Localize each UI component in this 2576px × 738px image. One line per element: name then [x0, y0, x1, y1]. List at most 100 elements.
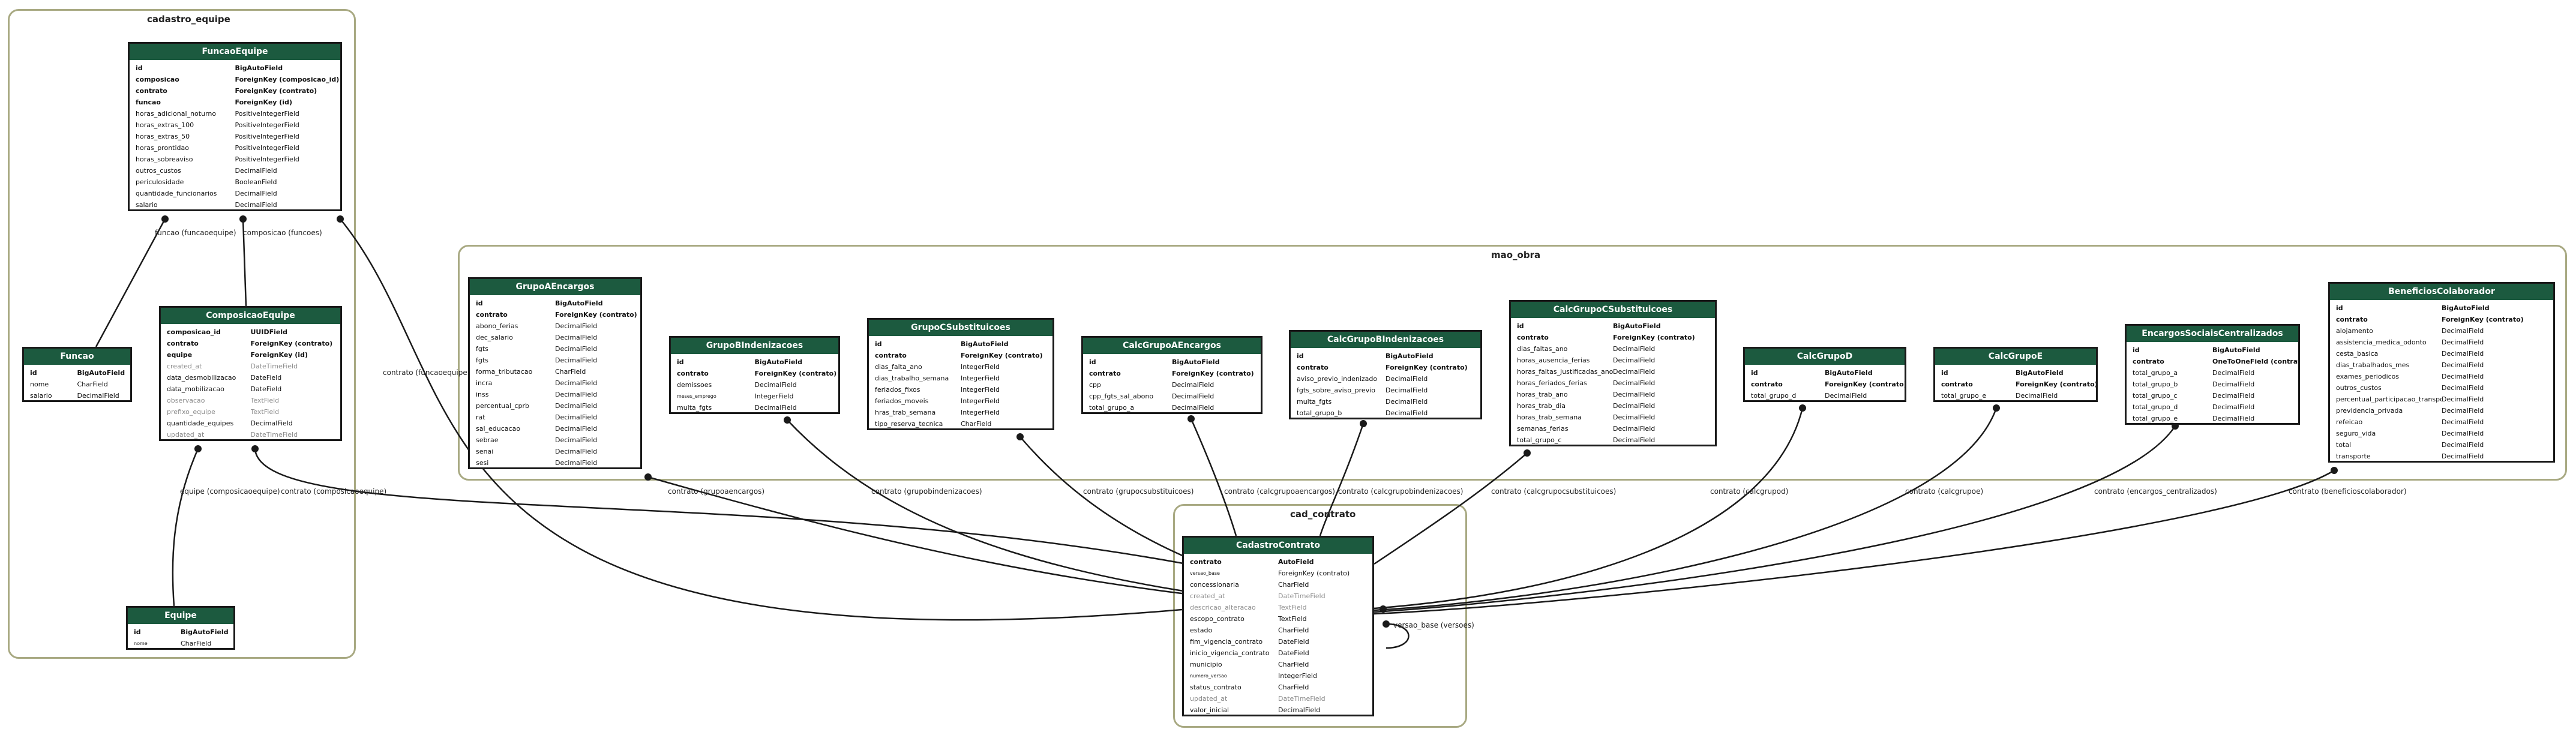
field-type: PositiveIntegerField — [235, 155, 299, 163]
field-type: DecimalField — [2442, 430, 2484, 437]
field-type: TextField — [1278, 615, 1307, 623]
field-type: BigAutoField — [1825, 369, 1873, 377]
model-title: BeneficiosColaborador — [2330, 284, 2553, 300]
edge-BeneficiosColaborador-CadastroContrato — [1374, 469, 2335, 615]
cluster-cad-contrato — [1173, 504, 1467, 728]
field-type: ForeignKey (composicao_id) — [235, 76, 340, 83]
field-name: demissoes — [677, 381, 712, 389]
field-type: ForeignKey (contrato) — [1386, 364, 1468, 371]
edge-label: contrato (calcgrupoaencargos) — [1224, 487, 1335, 496]
field-name: created_at — [1190, 592, 1225, 600]
field-name: cesta_basica — [2336, 350, 2379, 358]
field-type: DecimalField — [1613, 391, 1656, 398]
field-name: hras_trab_semana — [875, 409, 936, 416]
field-name: horas_adicional_noturno — [136, 110, 217, 118]
field-name: sal_educacao — [476, 425, 521, 433]
field-type: CharField — [1278, 683, 1309, 691]
field-name: nome — [30, 380, 49, 388]
field-type: DecimalField — [2442, 338, 2484, 346]
field-type: DecimalField — [1386, 398, 1428, 406]
cluster-title-mao-obra: mao_obra — [1491, 250, 1541, 260]
field-name: data_mobilizacao — [167, 385, 224, 393]
field-row: updated_at DateTimeField — [161, 429, 340, 440]
field-type: BigAutoField — [961, 340, 1009, 348]
field-name: contrato — [2336, 316, 2368, 323]
field-name: dec_salario — [476, 334, 513, 341]
field-name: total_grupo_c — [2133, 392, 2178, 400]
field-name: total_grupo_a — [2133, 369, 2178, 377]
model-title: EncargosSociaisCentralizados — [2127, 326, 2298, 342]
edge-CalcGrupoAEncargos-CadastroContrato — [1190, 418, 1237, 536]
field-name: horas_feriados_ferias — [1517, 379, 1587, 387]
edge-CadastroContrato-CadastroContrato — [1386, 623, 1410, 649]
field-name: id — [30, 369, 37, 377]
field-type: DecimalField — [1613, 345, 1656, 353]
field-name: id — [1517, 322, 1524, 330]
field-name: contrato — [677, 370, 709, 377]
field-type: DecimalField — [2212, 369, 2255, 377]
field-type: ForeignKey (contrato) — [754, 370, 837, 377]
field-type: DateField — [1278, 649, 1309, 657]
edge-label: contrato (grupoaencargos) — [668, 487, 764, 496]
field-name: total_grupo_c — [1517, 436, 1562, 444]
field-type: PositiveIntegerField — [235, 110, 299, 118]
field-name: id — [1941, 369, 1948, 377]
edge-label: contrato (calcgrupobindenizacoes) — [1338, 487, 1463, 496]
field-type: CharField — [1278, 626, 1309, 634]
edge-FuncaoEquipe-ComposicaoEquipe — [242, 218, 247, 307]
field-type: ForeignKey (id) — [250, 351, 308, 359]
field-name: contrato — [476, 311, 508, 319]
field-name: updated_at — [167, 431, 205, 439]
field-name: observacao — [167, 397, 205, 404]
field-name: outros_custos — [136, 167, 181, 175]
field-name: id — [2336, 304, 2343, 312]
field-type: DateTimeField — [250, 431, 298, 439]
edge-label: versao_base (versoes) — [1393, 621, 1474, 629]
model-title: ComposicaoEquipe — [161, 308, 340, 324]
field-name: total_grupo_d — [2133, 403, 2178, 411]
field-type: CharField — [555, 368, 586, 376]
field-type: DecimalField — [1172, 381, 1214, 389]
field-name: dias_faltas_ano — [1517, 345, 1568, 353]
field-type: DecimalField — [2016, 392, 2058, 400]
field-name: total_grupo_b — [2133, 380, 2178, 388]
edge-EncargosSociaisCentralizados-CadastroContrato — [1374, 425, 2176, 613]
field-type: DecimalField — [1613, 379, 1656, 387]
field-type: CharField — [77, 380, 108, 388]
field-type: DecimalField — [2442, 373, 2484, 380]
field-name: percentual_participacao_transporte — [2336, 395, 2442, 403]
field-name: estado — [1190, 626, 1213, 634]
edge-label: equipe (composicaoequipe) — [180, 487, 280, 496]
field-type: DecimalField — [1613, 368, 1656, 376]
edge-origin-dot — [1993, 404, 2000, 412]
